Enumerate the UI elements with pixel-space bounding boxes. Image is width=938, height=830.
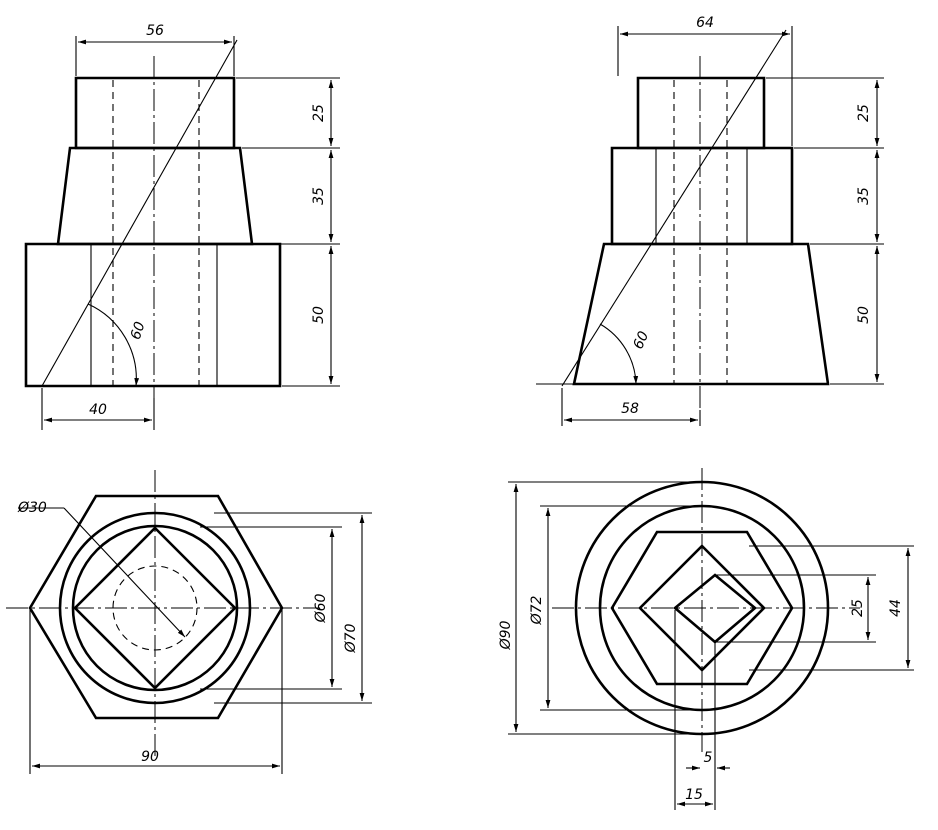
dim-dia30: Ø30 — [17, 500, 47, 516]
angle-60-right: 60 — [630, 329, 652, 352]
dim-35-left: 35 — [311, 187, 327, 205]
angle-60-left: 60 — [128, 320, 149, 342]
dim-56: 56 — [146, 23, 164, 39]
dim-25-plan: 25 — [850, 599, 866, 617]
plan-view-left — [6, 470, 372, 774]
dim-58: 58 — [621, 401, 639, 417]
front-view-right — [536, 26, 884, 426]
dim-25-right: 25 — [856, 104, 872, 122]
dim-50-left: 50 — [311, 306, 327, 324]
dim-40: 40 — [89, 402, 107, 418]
dim-dia90: Ø90 — [498, 620, 514, 650]
dim-64: 64 — [696, 15, 714, 31]
dim-dia72: Ø72 — [529, 595, 545, 625]
dim-50-right: 50 — [856, 306, 872, 324]
dim-dia60: Ø60 — [313, 593, 329, 623]
dim-15: 15 — [685, 787, 703, 803]
dim-35-right: 35 — [856, 187, 872, 205]
plan-view-right — [508, 468, 914, 810]
dim-90: 90 — [141, 749, 159, 765]
front-view-left — [24, 36, 340, 430]
dim-44: 44 — [888, 599, 904, 617]
dim-dia70: Ø70 — [343, 623, 359, 653]
dim-25-left: 25 — [311, 104, 327, 122]
dim-5: 5 — [704, 750, 713, 766]
